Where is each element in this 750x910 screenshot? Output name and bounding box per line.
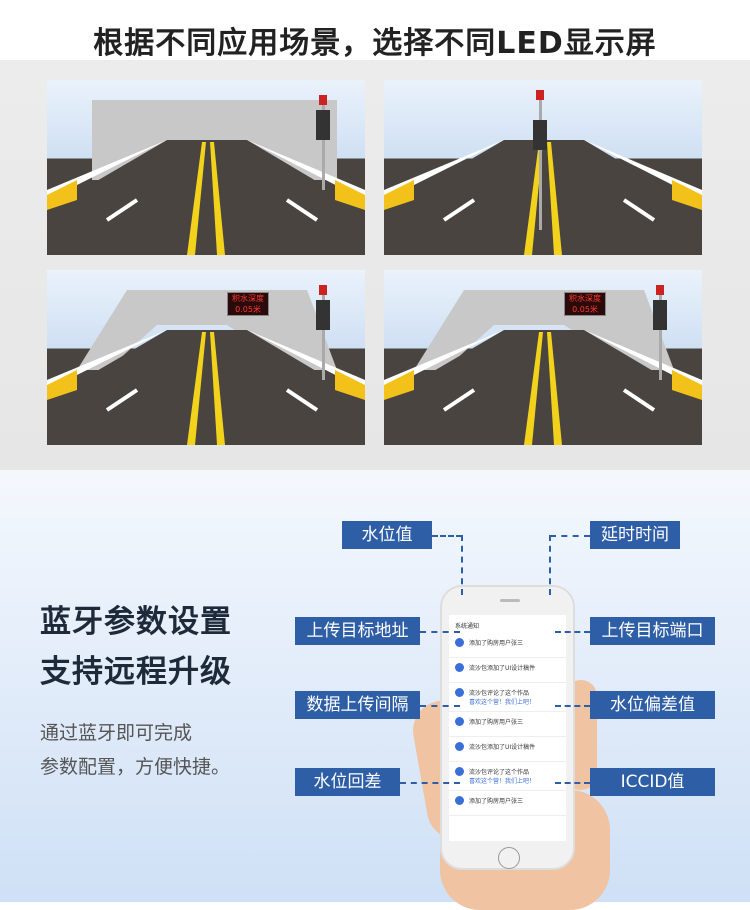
notification-item[interactable]: 流沙包添加了UI设计稿件 xyxy=(449,658,566,683)
phone-screen: 系统通知 添加了购房用户张三流沙包添加了UI设计稿件流沙包评论了这个作品喜欢这个… xyxy=(449,615,566,841)
phone: 系统通知 添加了购房用户张三流沙包添加了UI设计稿件流沙包评论了这个作品喜欢这个… xyxy=(440,585,575,870)
label-water-level: 水位值 xyxy=(342,521,432,549)
comment-icon xyxy=(455,688,464,697)
page-title: 根据不同应用场景，选择不同LED显示屏 xyxy=(93,26,657,61)
label-upload-addr: 上传目标地址 xyxy=(295,617,420,645)
label-iccid: ICCID值 xyxy=(590,768,715,796)
phone-speaker xyxy=(500,599,520,602)
user-icon xyxy=(455,638,464,647)
notification-header: 系统通知 xyxy=(455,623,480,630)
notification-item[interactable]: 流沙包添加了UI设计稿件 xyxy=(449,737,566,762)
description-line2: 参数配置，方便快捷。 xyxy=(40,756,231,778)
user-icon xyxy=(455,717,464,726)
notification-item[interactable]: 添加了购房用户张三 xyxy=(449,712,566,737)
scene-image-1 xyxy=(47,80,365,255)
heading-bluetooth: 蓝牙参数设置 xyxy=(40,604,232,640)
label-upload-interval: 数据上传间隔 xyxy=(295,691,420,719)
label-upload-port: 上传目标端口 xyxy=(590,617,715,645)
check-icon xyxy=(455,742,464,751)
comment-icon xyxy=(455,767,464,776)
home-button[interactable] xyxy=(498,847,520,869)
notification-item[interactable]: 添加了购房用户张三 xyxy=(449,791,566,816)
heading-remote-upgrade: 支持远程升级 xyxy=(40,654,232,690)
notification-item[interactable]: 添加了购房用户张三 xyxy=(449,633,566,658)
label-level-hysteresis: 水位回差 xyxy=(295,768,400,796)
scene-image-2 xyxy=(384,80,702,255)
user-icon xyxy=(455,796,464,805)
label-level-offset: 水位偏差值 xyxy=(590,691,715,719)
check-icon xyxy=(455,663,464,672)
notification-item[interactable]: 流沙包评论了这个作品喜欢这个营！我们上吧！ xyxy=(449,762,566,791)
notification-item[interactable]: 流沙包评论了这个作品喜欢这个营！我们上吧！ xyxy=(449,683,566,712)
label-delay: 延时时间 xyxy=(590,521,680,549)
description-line1: 通过蓝牙即可完成 xyxy=(40,722,193,744)
